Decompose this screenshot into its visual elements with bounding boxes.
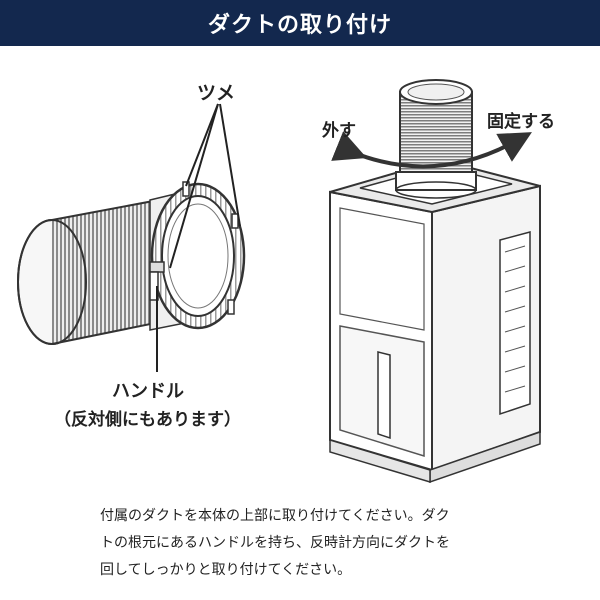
handle-note-label: （反対側にもあります） [54, 410, 241, 430]
rotation-arrow [331, 131, 532, 169]
fix-label: 固定する [487, 112, 555, 132]
installation-illustration [17, 79, 541, 484]
instruction-text: 付属のダクトを本体の上部に取り付けてください。ダク トの根元にあるハンドルを持ち… [100, 503, 520, 584]
page-title: ダクトの取り付け [207, 13, 392, 38]
remove-label: 外す [322, 121, 356, 141]
header-bar: ダクトの取り付け [0, 0, 600, 46]
instruction-line: 付属のダクトを本体の上部に取り付けてください。ダク [100, 508, 450, 524]
handle-label: ハンドル [112, 381, 184, 402]
duct-drawing [17, 181, 246, 345]
claw-label: ツメ [197, 82, 236, 104]
claw-callout-lines [169, 103, 241, 269]
instruction-line: 回してしっかりと取り付けてください。 [100, 562, 352, 578]
instruction-line: トの根元にあるハンドルを持ち、反時計方向にダクトを [100, 535, 450, 551]
unit-drawing [329, 79, 541, 484]
